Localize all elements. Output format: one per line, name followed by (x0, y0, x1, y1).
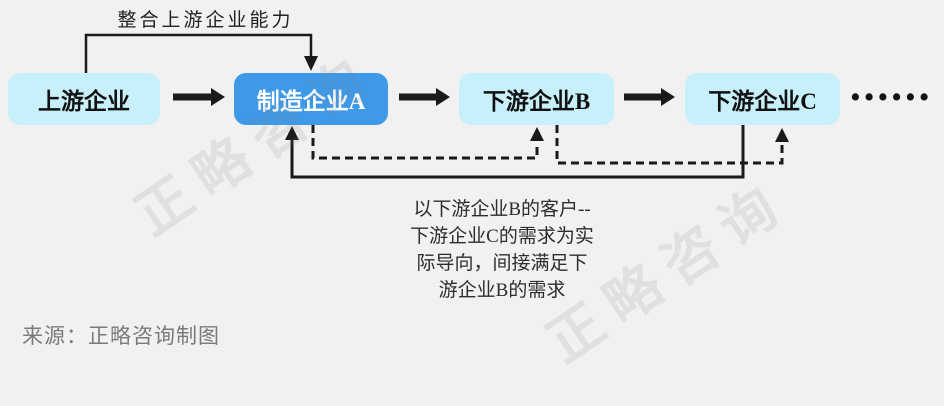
b-satisfies-c (555, 125, 789, 165)
arrowhead-down-icon (304, 56, 318, 71)
note-line: 下游企业C的需求为实 (410, 226, 594, 247)
note-paragraph: 以下游企业B的客户-- 下游企业C的需求为实 际导向，间接满足下 游企业B的需求 (378, 196, 626, 304)
a-satisfies-b (311, 125, 544, 160)
node-label: 下游企业C (708, 89, 817, 114)
arrowhead-right-icon (436, 88, 450, 106)
arrowhead-up-icon (775, 128, 789, 142)
note-line: 以下游企业B的客户-- (413, 199, 591, 220)
arrowhead-up-icon (530, 127, 544, 141)
arrowhead-right-icon (211, 88, 225, 106)
arrowhead-up-icon (285, 126, 299, 140)
arrowhead-right-icon (661, 88, 675, 106)
note-line: 际导向，间接满足下 (416, 253, 588, 274)
source-caption: 来源：正略咨询制图 (22, 325, 220, 348)
node-upstream: 上游企业 (8, 73, 160, 125)
node-label: 下游企业B (482, 89, 591, 114)
demand-c-to-a (285, 125, 745, 179)
node-label: 制造企业A (256, 89, 366, 114)
top-annotation: 整合上游企业能力 (117, 10, 294, 31)
continuation-dots: •••••• (851, 83, 934, 111)
node-manufacturer-a: 制造企业A (234, 73, 388, 125)
flow-arrow-1 (173, 88, 225, 106)
node-downstream-c: 下游企业C (685, 73, 840, 125)
node-label: 上游企业 (38, 89, 130, 114)
flow-arrow-3 (624, 88, 675, 106)
node-downstream-b: 下游企业B (459, 73, 614, 125)
flow-arrow-2 (399, 88, 450, 106)
note-line: 游企业B的需求 (438, 280, 566, 301)
integrate-upstream-arrow (84, 33, 318, 73)
